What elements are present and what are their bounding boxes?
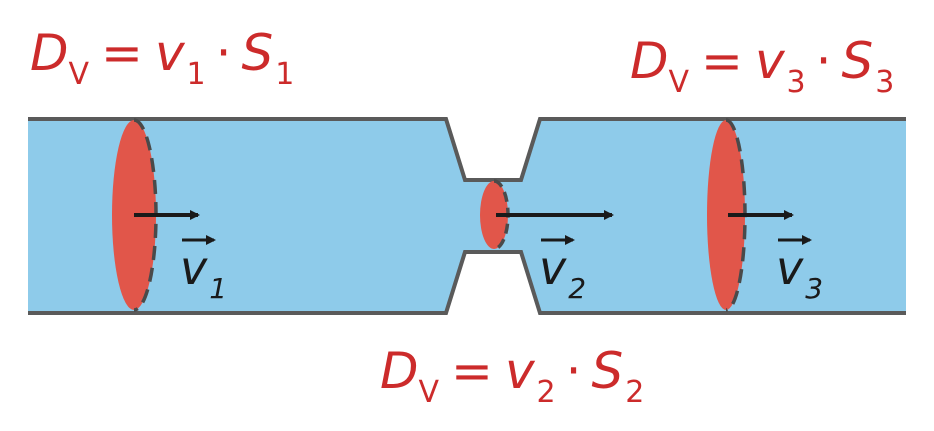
svg-text:v2: v2 — [539, 241, 586, 305]
svg-text:v1: v1 — [180, 241, 227, 305]
equation-3-s-subscript: 3 — [875, 65, 894, 100]
cross-section-3-fill — [707, 120, 745, 310]
equation-1-s-subscript: 1 — [275, 57, 294, 92]
equation-1-s: S — [242, 24, 274, 82]
equation-2-v-subscript: 2 — [537, 375, 556, 410]
pipe-bottom-wall — [28, 250, 906, 315]
equation-3-equals: = — [701, 32, 743, 90]
vector-label-v2-symbol: v — [539, 241, 567, 295]
equation-1: DV=v1·S1 — [30, 24, 294, 92]
equation-1-dot: · — [216, 24, 232, 82]
equation-3-dot: · — [816, 32, 832, 90]
pipe — [28, 117, 906, 315]
vector-label-v1: v1 — [180, 235, 227, 305]
equation-3-v: v — [755, 32, 786, 90]
equation-1-d: D — [30, 24, 69, 82]
equation-2-s: S — [592, 342, 624, 400]
vector-label-v2-subscript: 2 — [568, 272, 586, 305]
equation-3-s: S — [842, 32, 874, 90]
equation-2-v: v — [505, 342, 536, 400]
vector-label-v1-symbol: v — [180, 241, 208, 295]
pipe-fluid — [28, 119, 906, 313]
equation-3-d-subscript: V — [669, 65, 690, 100]
vector-label-v3-subscript: 3 — [805, 272, 823, 305]
equation-2-d-subscript: V — [419, 375, 440, 410]
equation-3: DV=v3·S3 — [630, 32, 894, 100]
vector-label-v2: v2 — [539, 235, 586, 305]
equation-2: DV=v2·S2 — [380, 342, 644, 410]
vector-label-v3-symbol: v — [776, 241, 804, 295]
equation-2-dot: · — [566, 342, 582, 400]
equation-1-v: v — [155, 24, 186, 82]
equation-1-d-subscript: V — [69, 57, 90, 92]
vector-label-v1-subscript: 1 — [209, 272, 227, 305]
pipe-top-wall — [28, 117, 906, 182]
equation-3-d: D — [630, 32, 669, 90]
equation-2-equals: = — [451, 342, 493, 400]
vector-label-v3: v3 — [776, 235, 823, 305]
cross-section-2-fill — [480, 181, 508, 249]
svg-text:v3: v3 — [776, 241, 823, 305]
equation-1-v-subscript: 1 — [187, 57, 206, 92]
equation-1-equals: = — [101, 24, 143, 82]
equation-2-d: D — [380, 342, 419, 400]
equation-3-v-subscript: 3 — [787, 65, 806, 100]
equation-2-s-subscript: 2 — [625, 375, 644, 410]
